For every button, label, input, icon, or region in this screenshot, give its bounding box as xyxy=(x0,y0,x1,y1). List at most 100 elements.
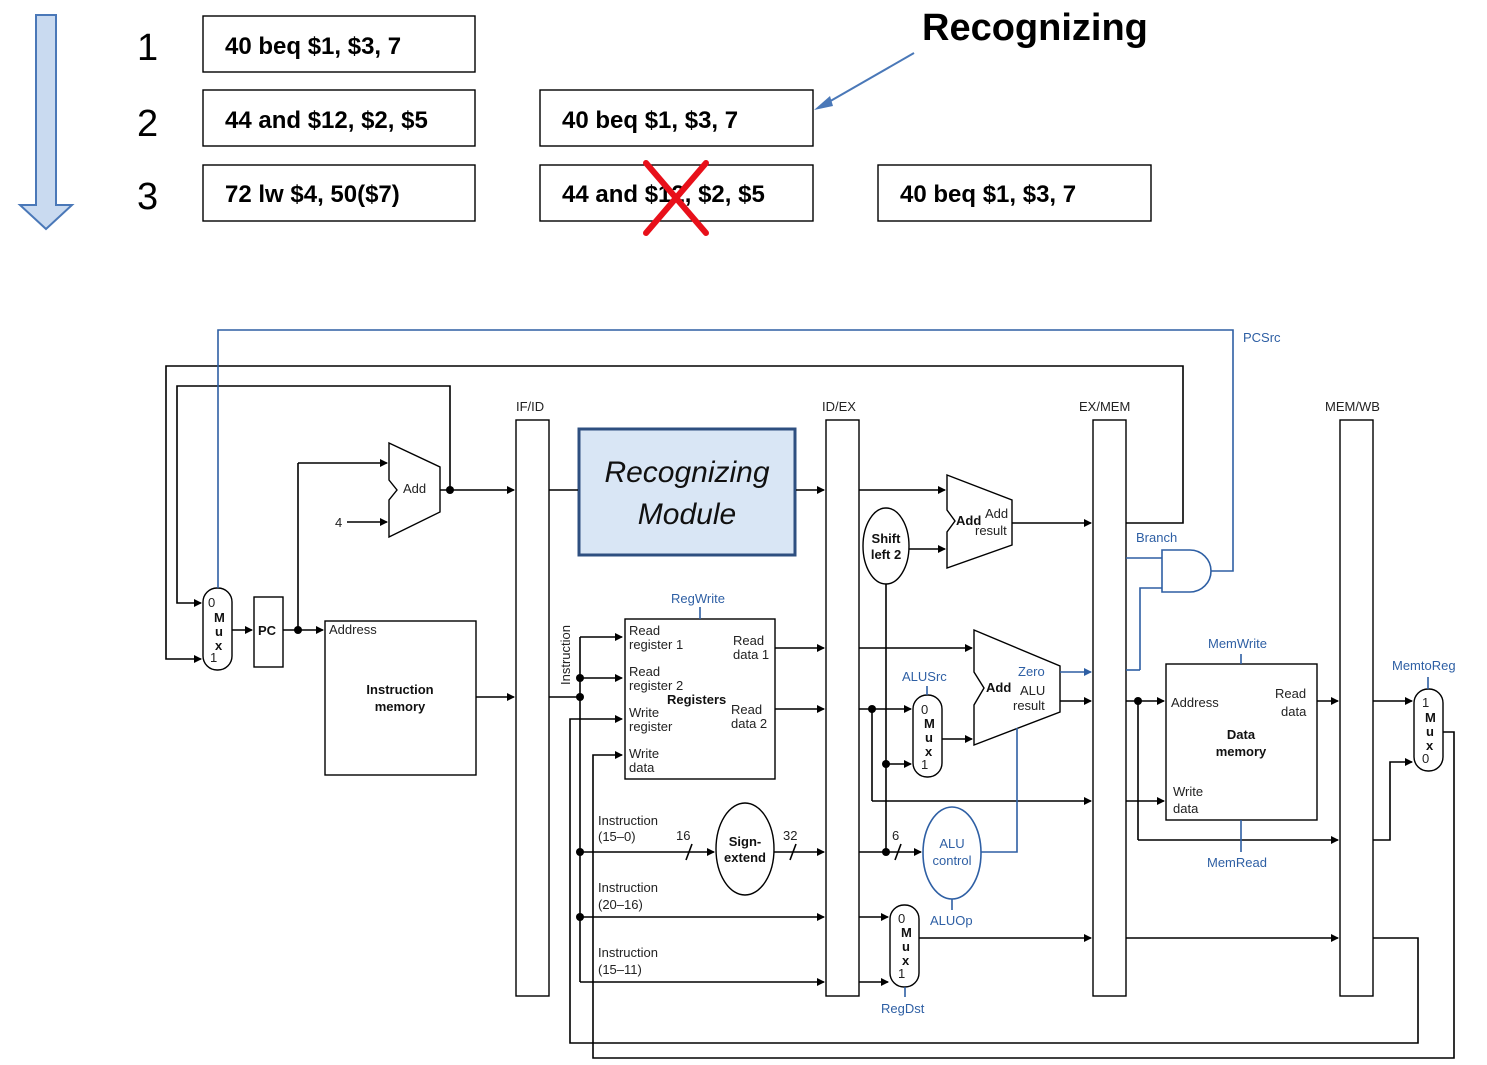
pc-mux-0: 0 xyxy=(208,595,215,610)
regdst-mux-1: 1 xyxy=(898,966,905,981)
constant-four: 4 xyxy=(335,515,342,530)
pc-mux-m: M xyxy=(214,610,225,625)
instr-text-r3c3: 40 beq $1, $3, 7 xyxy=(900,181,1076,208)
junction-dots xyxy=(294,486,1142,921)
sign-extend-1: Sign- xyxy=(729,834,762,849)
stage-number-1: 1 xyxy=(137,27,158,69)
pc-register xyxy=(253,596,284,668)
rf-read-data2-b: data 2 xyxy=(731,716,767,731)
memtoreg-mux-u: u xyxy=(1426,724,1434,739)
ex-mem-label: EX/MEM xyxy=(1079,399,1130,414)
memread-label: MemRead xyxy=(1207,855,1267,870)
dmem-write-data-a: Write xyxy=(1173,784,1203,799)
rf-read-data2-a: Read xyxy=(731,702,762,717)
rf-write-reg-a: Write xyxy=(629,705,659,720)
instr-text-r2c1: 44 and $12, $2, $5 xyxy=(225,107,428,134)
time-down-arrow xyxy=(17,14,75,231)
recognizing-pointer-head xyxy=(814,96,833,110)
dmem-label-2: memory xyxy=(1216,744,1267,759)
memtoreg-mux-x: x xyxy=(1426,738,1434,753)
instr-15-11-b: (15–11) xyxy=(598,962,642,977)
pcsrc-label: PCSrc xyxy=(1243,330,1281,345)
module-label-line2: Module xyxy=(638,498,736,531)
rf-read-reg1-b: register 1 xyxy=(629,637,683,652)
width-6: 6 xyxy=(892,828,899,843)
rf-write-data-a: Write xyxy=(629,746,659,761)
memtoreg-mux-0: 0 xyxy=(1422,751,1429,766)
register-file xyxy=(624,618,776,780)
dmem-address: Address xyxy=(1171,695,1219,710)
id-ex-register xyxy=(825,419,860,997)
rf-registers: Registers xyxy=(667,692,726,707)
rf-write-reg-b: register xyxy=(629,719,673,734)
width-32: 32 xyxy=(783,828,797,843)
alusrc-mux-x: x xyxy=(925,744,933,759)
dmem-read-data-b: data xyxy=(1281,704,1307,719)
stage-number-2: 2 xyxy=(137,103,158,145)
pc-mux-u: u xyxy=(215,624,223,639)
branch-adder-result-a: Add xyxy=(985,506,1008,521)
recognizing-module xyxy=(577,427,797,557)
pc-mux-x: x xyxy=(215,638,223,653)
memtoreg-label: MemtoReg xyxy=(1392,658,1456,673)
regwrite-label: RegWrite xyxy=(671,591,725,606)
branch-adder xyxy=(946,473,1013,569)
memwrite-label: MemWrite xyxy=(1208,636,1267,651)
instr-20-16-b: (20–16) xyxy=(598,897,643,912)
rf-read-data1-b: data 1 xyxy=(733,647,769,662)
alu-zero: Zero xyxy=(1018,664,1045,679)
alusrc-mux-u: u xyxy=(925,730,933,745)
branch-and-gate xyxy=(1161,549,1212,593)
module-label-line1: Recognizing xyxy=(604,456,769,489)
instruction-memory xyxy=(324,620,477,776)
alu-result-a: ALU xyxy=(1020,683,1045,698)
pc-mux-1: 1 xyxy=(210,650,217,665)
branch-adder-result-b: result xyxy=(975,523,1007,538)
rf-read-reg2-a: Read xyxy=(629,664,660,679)
pc-adder-label: Add xyxy=(403,481,426,496)
instruction-vertical-label: Instruction xyxy=(558,625,573,685)
instr-box-r3c3 xyxy=(877,164,1152,222)
stage-number-3: 3 xyxy=(137,176,158,218)
recognizing-pointer-arrow xyxy=(819,52,915,108)
regdst-mux-u: u xyxy=(902,939,910,954)
width-16: 16 xyxy=(676,828,690,843)
instr-text-r1c1: 40 beq $1, $3, 7 xyxy=(225,33,401,60)
instr-box-r2c1 xyxy=(202,89,476,147)
shift-left-2 xyxy=(862,507,910,585)
id-ex-label: ID/EX xyxy=(822,399,856,414)
regdst-mux-0: 0 xyxy=(898,911,905,926)
memtoreg-mux-1: 1 xyxy=(1422,695,1429,710)
instr-box-r3c1 xyxy=(202,164,476,222)
imem-label-1: Instruction xyxy=(366,682,433,697)
control-wires xyxy=(217,329,1429,997)
regdst-label: RegDst xyxy=(881,1001,925,1016)
rf-read-reg2-b: register 2 xyxy=(629,678,683,693)
dmem-label-1: Data xyxy=(1227,727,1256,742)
mem-wb-register xyxy=(1339,419,1374,997)
instr-15-0-a: Instruction xyxy=(598,813,658,828)
alu-control-b: control xyxy=(932,853,971,868)
instr-15-0-b: (15–0) xyxy=(598,829,636,844)
imem-address: Address xyxy=(329,622,377,637)
sign-extend xyxy=(715,802,775,896)
alu xyxy=(973,628,1061,747)
dmem-read-data-a: Read xyxy=(1275,686,1306,701)
imem-label-2: memory xyxy=(375,699,426,714)
pc-adder xyxy=(388,441,441,539)
instr-20-16-a: Instruction xyxy=(598,880,658,895)
datapath-wires xyxy=(165,365,1455,1059)
instr-box-r1c1 xyxy=(202,15,476,73)
data-memory xyxy=(1165,663,1318,821)
instr-text-r3c1: 72 lw $4, 50($7) xyxy=(225,181,400,208)
branch-label: Branch xyxy=(1136,530,1177,545)
regdst-mux-m: M xyxy=(901,925,912,940)
dmem-write-data-b: data xyxy=(1173,801,1199,816)
regdst-mux-x: x xyxy=(902,953,910,968)
aluop-label: ALUOp xyxy=(930,913,973,928)
if-id-register xyxy=(515,419,550,997)
sign-extend-2: extend xyxy=(724,850,766,865)
alu-control-a: ALU xyxy=(939,836,964,851)
if-id-label: IF/ID xyxy=(516,399,544,414)
